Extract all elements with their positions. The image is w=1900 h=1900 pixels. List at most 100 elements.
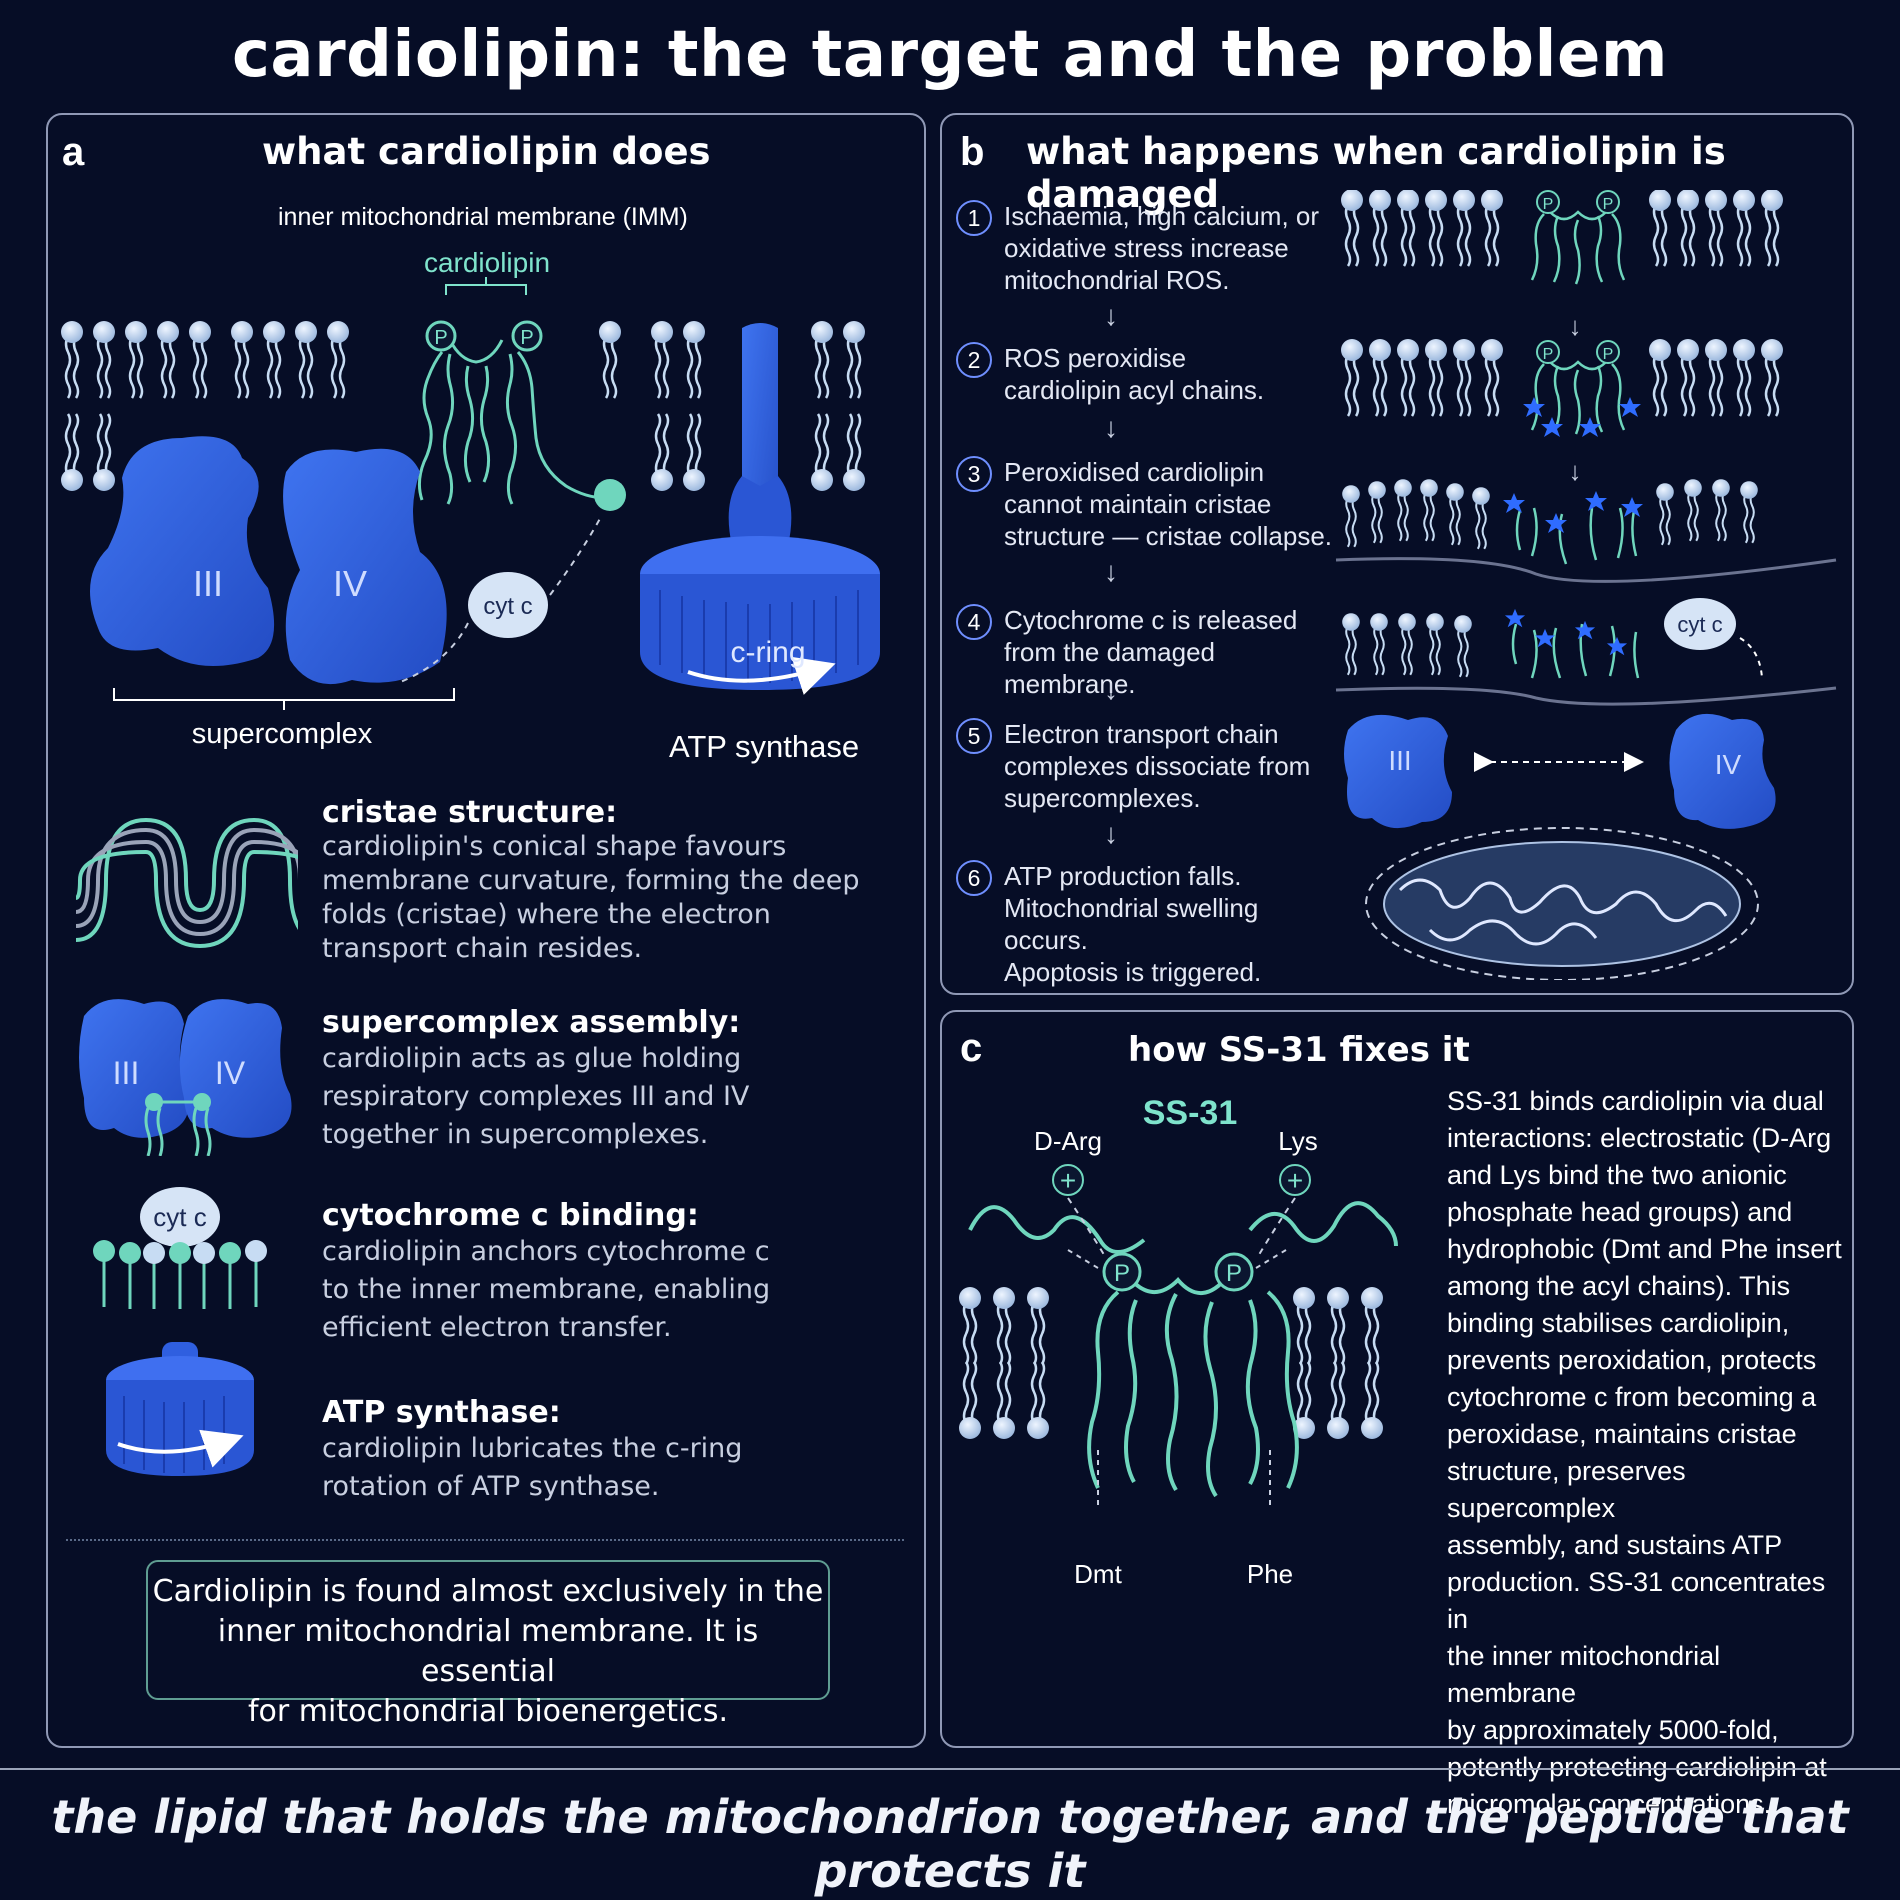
cring-label: c-ring <box>730 636 805 669</box>
step-line: Cytochrome c is released <box>1004 605 1298 635</box>
step-line: Apoptosis is triggered. <box>1004 957 1262 987</box>
text-line: prevents peroxidation, protects <box>1447 1345 1817 1375</box>
note-line: Cardiolipin is found almost exclusively … <box>152 1574 824 1609</box>
feature-body-line: cardiolipin acts as glue holding <box>322 1043 742 1074</box>
svg-text:P: P <box>1543 346 1554 363</box>
collapsed-membrane <box>1335 478 1837 583</box>
page-title: cardiolipin: the target and the problem <box>231 18 1669 92</box>
step-line: Ischaemia, high calcium, or <box>1004 201 1320 231</box>
membrane-label: inner mitochondrial membrane (IMM) <box>278 203 688 231</box>
peroxidised-membrane: P P <box>1339 337 1785 437</box>
cytc-binding-icon: cyt c <box>93 1187 267 1309</box>
step-line: mitochondrial ROS. <box>1004 265 1230 295</box>
ss31-description: SS-31 binds cardiolipin via dual interac… <box>1447 1083 1842 1823</box>
svg-text:P: P <box>1603 196 1614 213</box>
feature-body-line: together in supercomplexes. <box>322 1119 709 1150</box>
text-line: by approximately 5000-fold, <box>1447 1715 1779 1745</box>
ss31-binding-diagram: SS-31 D-Arg Lys + + P P Dmt Phe <box>957 1094 1398 1589</box>
step-number: 3 <box>956 456 992 492</box>
complex-iv-label: IV <box>1715 749 1742 780</box>
cardiolipin-molecule: P P <box>417 320 626 511</box>
complex-iv <box>283 448 447 685</box>
note-line: inner mitochondrial membrane. It is esse… <box>217 1614 759 1689</box>
feature-title: cristae structure: <box>322 795 618 830</box>
feature-cristae: cristae structure: cardiolipin's conical… <box>322 795 912 966</box>
feature-body-line: membrane curvature, forming the deep <box>322 865 860 896</box>
text-line: interactions: electrostatic (D-Arg <box>1447 1123 1832 1153</box>
panel-c-title: how SS-31 fixes it <box>1128 1030 1470 1070</box>
footer-caption: the lipid that holds the mitochondrion t… <box>51 1790 1849 1898</box>
healthy-membrane: P P <box>1339 190 1785 285</box>
svg-text:P: P <box>1543 196 1554 213</box>
panel-a-label: a <box>62 130 85 174</box>
text-line: structure, preserves supercomplex <box>1447 1456 1686 1523</box>
text-line: hydrophobic (Dmt and Phe insert <box>1447 1234 1842 1264</box>
feature-body-line: respiratory complexes III and IV <box>322 1081 750 1112</box>
cardiolipin-bracket <box>445 277 527 295</box>
complex-iii-label: III <box>193 563 223 604</box>
supercomplex-bracket <box>113 688 455 710</box>
ss31-label: SS-31 <box>1143 1094 1238 1132</box>
panel-b-label: b <box>960 130 985 174</box>
darg-label: D-Arg <box>1034 1126 1102 1156</box>
step-arrow: ↓ <box>1104 300 1118 331</box>
atp-synthase <box>640 323 880 695</box>
feature-body-line: cardiolipin's conical shape favours <box>322 831 787 862</box>
text-line: binding stabilises cardiolipin, <box>1447 1308 1790 1338</box>
complex-iv <box>1669 713 1776 829</box>
step-arrow: ↓ <box>1104 556 1118 587</box>
feature-atp: ATP synthase: cardiolipin lubricates the… <box>322 1395 912 1506</box>
text-line: SS-31 binds cardiolipin via dual <box>1447 1086 1824 1116</box>
feature-title: cytochrome c binding: <box>322 1198 699 1233</box>
imm-diagram: cardiolipin P P <box>59 247 880 764</box>
svg-text:P: P <box>434 327 447 349</box>
step-line: Electron transport chain <box>1004 719 1279 749</box>
complex-iii <box>1344 714 1452 829</box>
svg-text:P: P <box>520 327 533 349</box>
text-line: assembly, and sustains ATP <box>1447 1530 1783 1560</box>
note-box: Cardiolipin is found almost exclusively … <box>146 1560 830 1729</box>
step-line: from the damaged membrane. <box>1004 637 1216 699</box>
panel-c-label: c <box>960 1026 983 1070</box>
step-number: 2 <box>956 342 992 378</box>
step-number: 5 <box>956 718 992 754</box>
feature-body-line: cardiolipin lubricates the c-ring <box>322 1433 743 1464</box>
lys-label: Lys <box>1278 1126 1318 1156</box>
feature-cytc: cytochrome c binding: cardiolipin anchor… <box>322 1198 912 1347</box>
panel-b-title: what happens when cardiolipin is damaged <box>1026 130 1726 216</box>
cytc-release <box>1335 598 1837 706</box>
complex-iv-label: IV <box>333 563 367 604</box>
step-line: complexes dissociate from <box>1004 751 1311 781</box>
text-line: production. SS-31 concentrates in <box>1447 1567 1826 1634</box>
step-line: ROS peroxidise <box>1004 343 1187 373</box>
dmt-label: Dmt <box>1074 1559 1122 1589</box>
complex-iii <box>90 436 275 666</box>
panel-b <box>940 113 1854 995</box>
atp-synthase-icon <box>106 1342 254 1476</box>
feature-supercomplex: supercomplex assembly: cardiolipin acts … <box>322 1005 912 1154</box>
feature-body-line: folds (cristae) where the electron <box>322 899 771 930</box>
cytc-label: cyt c <box>483 593 532 620</box>
step-arrow: ↓ <box>1104 412 1118 443</box>
step-number: 1 <box>956 200 992 236</box>
cardiolipin-label: cardiolipin <box>424 247 550 278</box>
panel-a-title: what cardiolipin does <box>262 130 711 173</box>
feature-title: supercomplex assembly: <box>322 1005 741 1040</box>
svg-text:P: P <box>1114 1260 1130 1287</box>
note-line: for mitochondrial bioenergetics. <box>247 1694 729 1729</box>
step-line: cardiolipin acyl chains. <box>1004 375 1265 405</box>
svg-text:P: P <box>1226 1260 1242 1287</box>
step-line: cannot maintain cristae <box>1004 489 1272 519</box>
cytc-bubble <box>468 572 548 638</box>
step-line: supercomplexes. <box>1004 783 1201 813</box>
svg-text:P: P <box>1603 346 1614 363</box>
phe-label: Phe <box>1247 1559 1293 1589</box>
step-line: Mitochondrial swelling occurs. <box>1004 893 1259 955</box>
complex-iii-label: III <box>1388 745 1411 776</box>
text-line: phosphate head groups) and <box>1447 1197 1793 1227</box>
stage-arrow: ↓ <box>1569 311 1582 341</box>
divider <box>66 1539 904 1541</box>
feature-body-line: efficient electron transfer. <box>322 1312 672 1343</box>
cristae-icon <box>75 817 298 949</box>
feature-body-line: cardiolipin anchors cytochrome c <box>322 1236 770 1267</box>
